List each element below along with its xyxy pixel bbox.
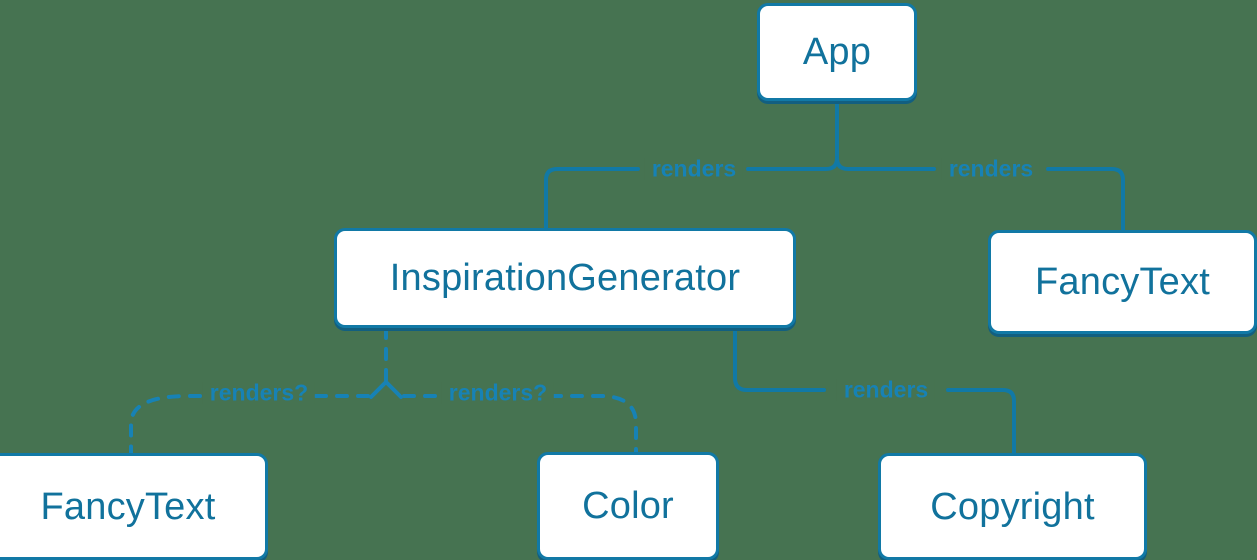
node-fancytext-right-label: FancyText [1035,261,1210,303]
node-copyright[interactable]: Copyright [878,453,1147,560]
node-fancytext-bottom[interactable]: FancyText [0,453,268,560]
edge-label-app-to-inspiration-generator: renders [644,157,744,181]
node-fancytext-right[interactable]: FancyText [988,230,1257,334]
edge-label-inspiration-to-copyright: renders [836,378,936,402]
node-inspiration-generator[interactable]: InspirationGenerator [334,228,796,328]
node-color-label: Color [582,485,674,527]
node-color[interactable]: Color [537,452,719,560]
edge-inspiration-junction-right [384,380,403,399]
node-copyright-label: Copyright [930,485,1095,528]
edge-label-app-to-fancytext-right: renders [941,157,1041,181]
edge-inspiration-to-copyright [733,326,1016,455]
node-fancytext-bottom-label: FancyText [40,485,216,528]
edge-label-inspiration-to-fancytext: renders? [202,381,316,405]
node-inspiration-generator-label: InspirationGenerator [389,257,741,299]
edge-inspiration-junction-left [369,380,388,399]
edge-inspiration-to-color [402,394,638,454]
edge-app-to-fancytext-right [835,156,1125,232]
node-app[interactable]: App [757,3,917,101]
node-app-label: App [802,31,872,73]
edge-label-inspiration-to-color: renders? [441,381,555,405]
